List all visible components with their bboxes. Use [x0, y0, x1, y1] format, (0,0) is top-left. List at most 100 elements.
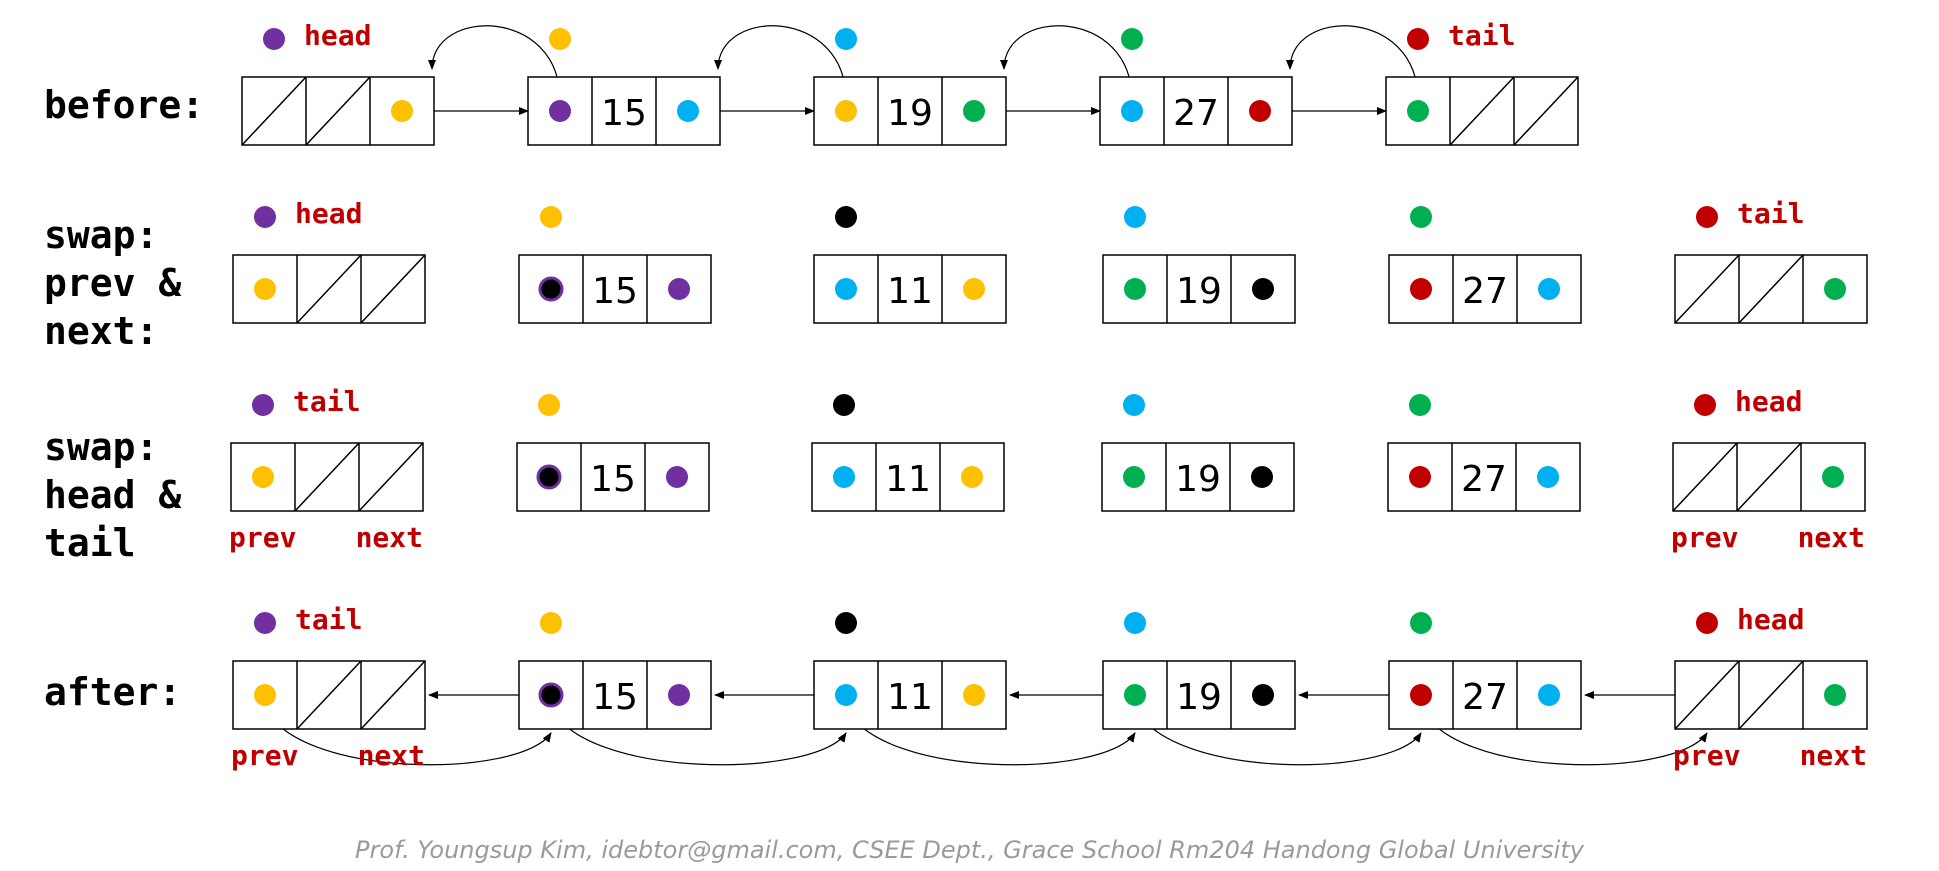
row-label: swap: — [44, 425, 158, 469]
prev-label: prev — [1671, 521, 1738, 554]
null-slash — [294, 442, 360, 512]
node: 19 — [1101, 394, 1295, 512]
node-value: 11 — [887, 271, 933, 312]
node: tail — [1385, 19, 1579, 146]
address-dot — [549, 28, 571, 50]
pointer-label: tail — [1737, 197, 1804, 230]
next-label: next — [358, 739, 425, 772]
next-label: next — [356, 521, 423, 554]
prev-pointer-dot — [1407, 100, 1429, 122]
pointer-label: head — [1737, 603, 1804, 636]
next-label: next — [1798, 521, 1865, 554]
footer-credit: Prof. Youngsup Kim, idebtor@gmail.com, C… — [355, 836, 1584, 864]
next-pointer-dot — [1538, 278, 1560, 300]
prev-pointer-dot — [254, 278, 276, 300]
next-pointer-dot — [1251, 466, 1273, 488]
prev-arrow — [264, 705, 552, 766]
node: head — [1674, 603, 1868, 730]
address-dot — [1124, 206, 1146, 228]
node: 27 — [1099, 28, 1293, 146]
null-slash — [1674, 254, 1740, 324]
address-dot — [1696, 206, 1718, 228]
next-pointer-dot — [1249, 100, 1271, 122]
address-dot — [1121, 28, 1143, 50]
node: head — [1672, 385, 1866, 512]
node: 27 — [1387, 394, 1581, 512]
node: 19 — [1102, 612, 1296, 730]
prev-arrow — [550, 705, 847, 766]
node: 19 — [813, 28, 1007, 146]
row-label: tail — [44, 521, 136, 565]
next-pointer-dot — [1824, 684, 1846, 706]
next-pointer-dot — [668, 278, 690, 300]
null-slash — [360, 254, 426, 324]
null-slash — [1736, 442, 1802, 512]
null-slash — [296, 660, 362, 730]
address-dot — [1123, 394, 1145, 416]
prev-pointer-dot — [1410, 684, 1432, 706]
prev-pointer-dot — [549, 100, 571, 122]
pointer-label: tail — [293, 385, 360, 418]
prev-pointer-dot — [1123, 466, 1145, 488]
null-slash — [360, 660, 426, 730]
prev-pointer-dot — [1124, 684, 1146, 706]
prev-arrow — [1286, 25, 1419, 101]
address-dot — [835, 612, 857, 634]
address-dot — [1696, 612, 1718, 634]
null-slash — [305, 76, 371, 146]
prev-pointer-dot — [1410, 278, 1432, 300]
null-slash — [296, 254, 362, 324]
prev-pointer-dot — [835, 100, 857, 122]
node: 15 — [518, 206, 712, 324]
next-pointer-dot — [1822, 466, 1844, 488]
node: 15 — [518, 612, 712, 730]
prev-arrow — [428, 25, 561, 101]
null-slash — [1449, 76, 1515, 146]
node: 11 — [813, 612, 1007, 730]
node-value: 19 — [1176, 271, 1222, 312]
next-pointer-dot — [1537, 466, 1559, 488]
prev-pointer-dot — [1409, 466, 1431, 488]
prev-label: prev — [231, 739, 298, 772]
address-dot — [1410, 206, 1432, 228]
node-value: 15 — [601, 93, 647, 134]
prev-pointer-dot — [835, 278, 857, 300]
prev-arrow — [714, 25, 847, 101]
prev-arrow — [1420, 705, 1708, 766]
pointer-label: head — [304, 19, 371, 52]
address-dot — [254, 612, 276, 634]
node: tail — [1674, 197, 1868, 324]
node: 11 — [813, 206, 1007, 324]
node-value: 27 — [1462, 271, 1508, 312]
null-slash — [1738, 254, 1804, 324]
next-pointer-dot — [666, 466, 688, 488]
next-pointer-dot — [677, 100, 699, 122]
node: tail — [230, 385, 424, 512]
address-dot — [1124, 612, 1146, 634]
address-dot — [835, 28, 857, 50]
next-pointer-dot — [1538, 684, 1560, 706]
address-dot — [1409, 394, 1431, 416]
next-pointer-dot — [1824, 278, 1846, 300]
node-value: 15 — [592, 271, 638, 312]
next-label: next — [1800, 739, 1867, 772]
address-dot — [1694, 394, 1716, 416]
next-pointer-dot — [961, 466, 983, 488]
next-pointer-dot — [1252, 278, 1274, 300]
node: 19 — [1102, 206, 1296, 324]
prev-pointer-dot — [833, 466, 855, 488]
prev-pointer-dot — [252, 466, 274, 488]
node: 15 — [527, 28, 721, 146]
prev-pointer-dot — [538, 682, 564, 708]
null-slash — [241, 76, 307, 146]
prev-pointer-dot — [1124, 278, 1146, 300]
null-slash — [1674, 660, 1740, 730]
node-value: 19 — [887, 93, 933, 134]
address-dot — [254, 206, 276, 228]
row-label: next: — [44, 309, 158, 353]
